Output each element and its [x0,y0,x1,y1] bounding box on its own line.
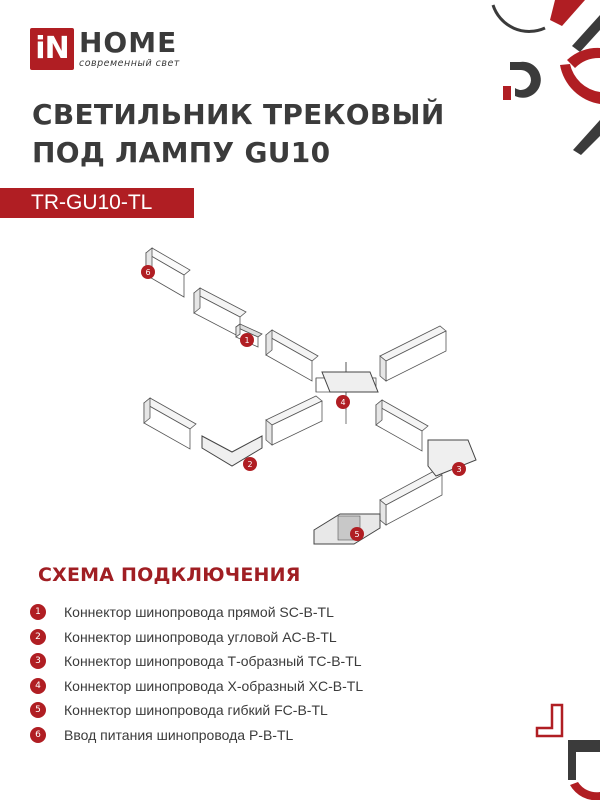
number-badge: 1 [30,604,46,621]
bottom-right-ornament [535,703,600,800]
t-connector [427,439,477,477]
marker-6-circle [141,265,155,279]
title-line-1: СВЕТИЛЬНИК ТРЕКОВЫЙ [32,98,445,131]
number-badge: 4 [30,677,46,694]
page-title: СВЕТИЛЬНИК ТРЕКОВЫЙ ПОД ЛАМПУ GU10 [32,96,445,172]
list-item: 5 Коннектор шинопровода гибкий FC-B-TL [30,698,363,723]
marker-label: 2 [247,460,252,469]
track-segment [375,399,429,452]
marker-3-circle [452,462,466,476]
marker-5-circle [350,527,364,541]
track-segment-face [143,397,151,424]
track-segment [265,395,323,446]
item-label: Коннектор шинопровода прямой SC-B-TL [64,604,334,621]
top-right-ornament [491,0,600,155]
connection-diagram: 6 1 4 2 3 5 [141,247,477,545]
item-label: Коннектор шинопровода Х-образный XC-B-TL [64,677,364,694]
track-segment-face [193,287,201,314]
model-badge: TR-GU10-TL 2RW [0,188,194,244]
scheme-title: СХЕМА ПОДКЛЮЧЕНИЯ [38,564,301,586]
x-connector [321,371,379,393]
track-segment-face [265,419,273,446]
track-segment-face [375,399,383,426]
item-label: Коннектор шинопровода угловой AC-B-TL [64,628,337,645]
marker-label: 1 [244,336,249,345]
marker-label: 4 [340,398,345,407]
list-item: 2 Коннектор шинопровода угловой AC-B-TL [30,625,363,650]
number-badge: 2 [30,628,46,645]
number-badge: 3 [30,653,46,670]
item-label: Коннектор шинопровода гибкий FC-B-TL [64,702,328,719]
track-segment [379,469,443,526]
track-segment [193,287,247,338]
logo-tagline: современный свет [79,58,180,69]
logo-home-text: HOME [79,26,178,59]
track-segment-face [379,355,387,382]
track-segment [265,329,319,382]
title-line-2: ПОД ЛАМПУ GU10 [32,136,331,169]
brand-logo: iN HOME современный свет [30,28,180,70]
track-segment [379,325,447,382]
marker-label: 6 [145,268,150,277]
marker-label: 5 [354,530,359,539]
marker-4-circle [336,395,350,409]
number-badge: 5 [30,702,46,719]
list-item: 1 Коннектор шинопровода прямой SC-B-TL [30,600,363,625]
track-segment-face [265,329,273,356]
list-item: 6 Ввод питания шинопровода P-B-TL [30,723,363,748]
track-segment-face [379,499,387,526]
track-segment [143,397,197,450]
list-item: 4 Коннектор шинопровода Х-образный XC-B-T… [30,674,363,699]
marker-2-circle [243,457,257,471]
item-label: Ввод питания шинопровода P-B-TL [64,726,294,743]
marker-1-circle [240,333,254,347]
number-badge: 6 [30,726,46,743]
straight-connector-face [235,323,241,338]
logo-in-badge: iN [30,28,74,70]
corner-connector [201,435,263,467]
marker-label: 3 [456,465,461,474]
list-item: 3 Коннектор шинопровода Т-образный TC-B-T… [30,649,363,674]
item-label: Коннектор шинопровода Т-образный TC-B-TL [64,653,362,670]
